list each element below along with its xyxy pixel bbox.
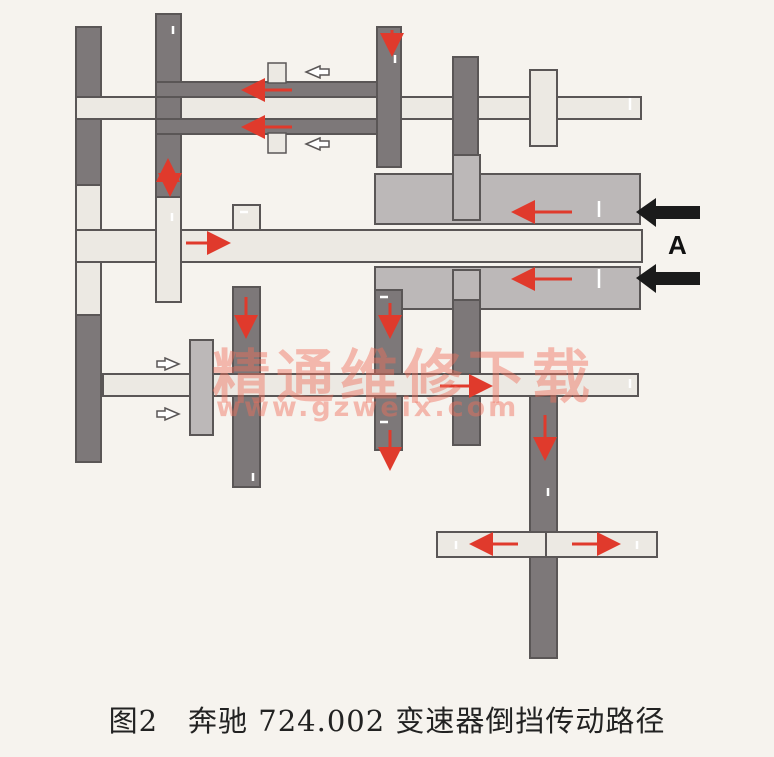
- input-hub-upper: [374, 173, 641, 225]
- reverse-gear-power-flow-diagram: [75, 13, 700, 659]
- input-hub-web-upper: [452, 154, 481, 221]
- upper-brake-clutch: [267, 62, 330, 154]
- lower-brake-clutch: [156, 356, 181, 422]
- figure-caption: 图2 奔驰 724.002 变速器倒挡传动路径: [108, 704, 666, 738]
- lower-shaft: [102, 373, 639, 397]
- watermark-text: 精通维修下载: [212, 343, 597, 411]
- input-label-a: A: [668, 230, 687, 260]
- lower-clutch: [189, 339, 214, 436]
- power-flow-arrows: [156, 30, 621, 556]
- input-arrow-icon: [636, 198, 700, 227]
- middle-carrier-arm: [155, 196, 182, 303]
- upper-gear-dark: [452, 56, 479, 158]
- upper-carrier-right-arm: [376, 26, 402, 168]
- spline-marks: [170, 26, 639, 549]
- hollow-arrow-icon: [156, 406, 181, 422]
- hollow-arrow-icon: [304, 64, 330, 80]
- watermark-url: www.gzweix.com: [216, 392, 520, 423]
- upper-gear-light: [529, 69, 558, 147]
- lower-hub-right-arm: [452, 299, 481, 446]
- middle-gear-upper: [232, 204, 261, 231]
- input-hub-lower: [374, 266, 641, 310]
- input-arrow-icon: [636, 264, 700, 293]
- input-power-arrows: [636, 198, 700, 293]
- hollow-arrow-icon: [304, 136, 330, 152]
- hollow-arrow-icon: [156, 356, 181, 372]
